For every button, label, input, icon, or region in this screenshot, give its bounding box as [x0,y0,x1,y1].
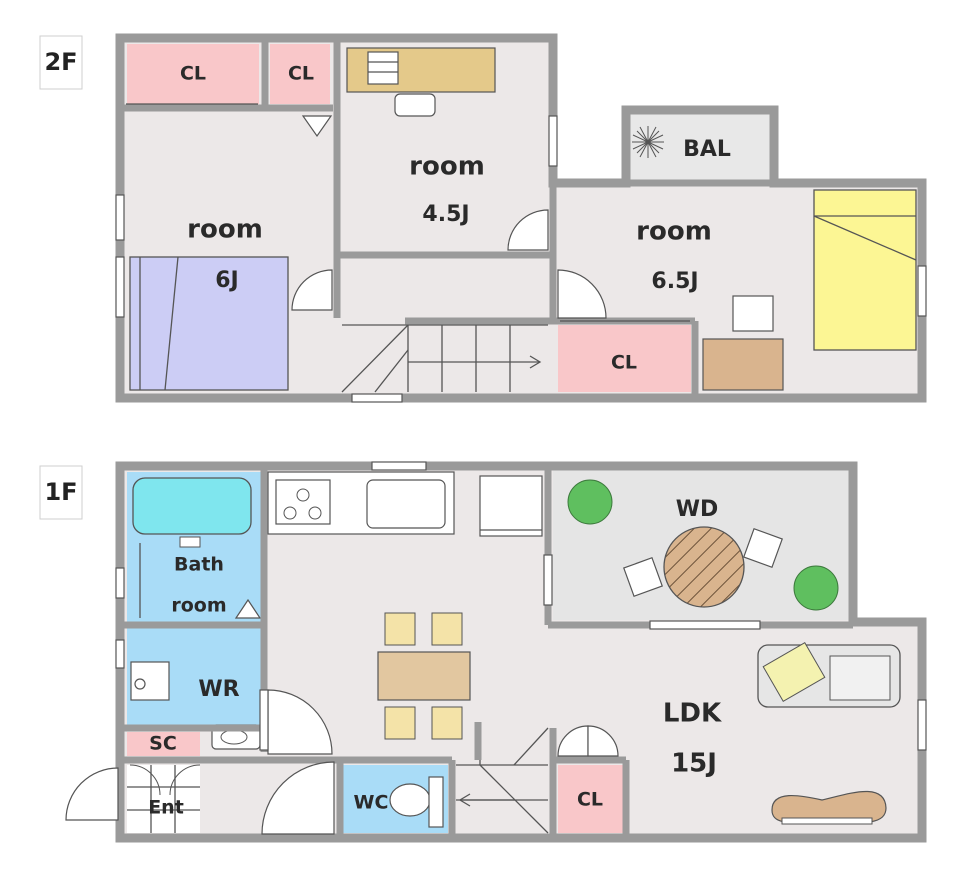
bath-label-line2: room [171,595,226,617]
closet-1f-fill [558,765,623,833]
closet-door-1f-right [587,725,619,757]
floor-1f: Bath room WR SC Ent WC CL WD LDK 15J [65,461,927,843]
door-washroom [267,689,333,755]
dining-chair-1 [384,612,416,646]
closet-left-fill [127,44,259,104]
closet-mid-fill [270,44,330,104]
door-6-5j [557,269,607,319]
room-6-5j-name: room [636,217,712,247]
shoe-closet-label: SC [149,733,177,755]
svg-text:1F: 1F [44,478,77,506]
bathtub-icon [132,477,252,535]
bath-label-line1: Bath [174,554,224,576]
floor-tag-2f: 2F [39,35,83,90]
balcony-area [624,110,774,183]
front-door-icon [65,767,119,821]
chair-icon [394,93,436,117]
monitor-icon [367,51,399,85]
closet-door-mid [301,115,333,138]
chair-icon-wd-left [623,557,663,597]
wood-deck-label: WD [676,497,719,522]
floor-2f: CL CL room 6J room 4.5J BAL room 6.5J CL [115,33,927,403]
kitchen-sink-icon [366,479,446,529]
ldk-size: 15J [671,749,717,779]
door-hall [261,761,335,835]
closet-right-fill [558,325,691,392]
dining-table-icon [377,651,471,701]
stairs-2f [341,320,552,393]
closet-right-label: CL [611,352,637,374]
door-4-5j [507,209,549,251]
dining-chair-2 [431,612,463,646]
bed-icon [129,256,289,391]
dining-chair-4 [431,706,463,740]
plant-icon [632,126,664,158]
washroom-label: WR [198,677,239,702]
entrance-label: Ent [148,797,184,819]
dining-chair-3 [384,706,416,740]
toilet-icon [389,783,431,817]
room-6j-size: 6J [215,268,239,293]
toilet-label: WC [354,792,389,814]
room-4-5j-name: room [409,152,485,182]
ldk-name: LDK [663,699,722,729]
room-6j-name: room [187,215,263,245]
bath-door-icon [234,598,262,619]
bed-fold-line [164,256,179,391]
dresser-icon [702,338,784,391]
fridge-icon [479,475,543,537]
door-6j [291,269,333,311]
bed-6-5j-icon [813,189,917,351]
svg-text:2F: 2F [44,48,77,76]
stove-icon [275,479,331,525]
shoe-closet-fill [127,732,200,756]
entrance-tiles [127,765,200,833]
closet-mid-label: CL [288,63,314,85]
room-6-5j-size: 6.5J [651,269,698,294]
plant-icon-wd-right [793,565,839,611]
side-table-icon [732,295,774,332]
plant-icon-wd-left [567,479,613,525]
closet-left-label: CL [180,63,206,85]
closet-1f-label: CL [577,789,603,811]
floor-tag-1f: 1F [39,465,83,520]
round-table-icon [663,526,745,608]
balcony-label: BAL [683,137,731,162]
outer-wall-1f [115,461,927,843]
chair-icon-wd-right [743,528,783,568]
room-4-5j-size: 4.5J [422,202,469,227]
